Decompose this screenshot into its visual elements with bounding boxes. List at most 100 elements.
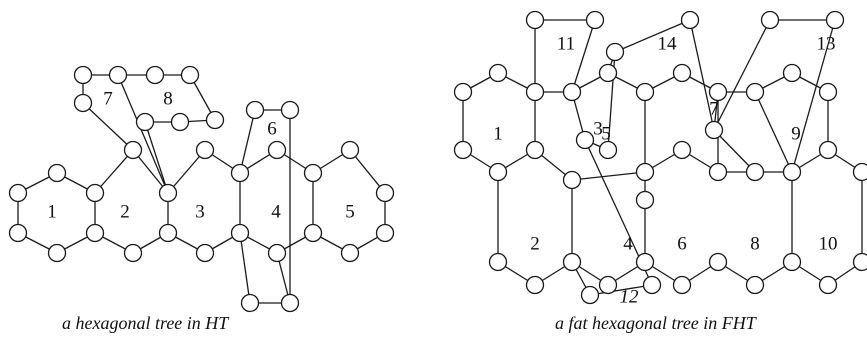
ht-vertex [85, 183, 105, 203]
fht-vertex [635, 82, 655, 102]
ht-vertex [73, 65, 93, 85]
fht-vertex [782, 162, 802, 182]
fht-vertex [635, 252, 655, 272]
fht-vertex [580, 285, 600, 305]
fht-vertex [598, 275, 618, 295]
fht-vertex [852, 162, 867, 182]
ht-vertex [135, 112, 155, 132]
fht-face-label-11: 11 [557, 33, 575, 54]
fht-vertex [525, 140, 545, 160]
ht-face-label-8: 8 [163, 88, 173, 109]
fht-vertex [525, 275, 545, 295]
ht-edge [239, 232, 251, 304]
fht-edge [571, 171, 646, 181]
ht-vertex [170, 112, 190, 132]
fht-vertex [562, 252, 582, 272]
fht-face-label-1: 1 [493, 123, 503, 144]
ht-vertex [145, 65, 165, 85]
fht-vertex [672, 275, 692, 295]
ht-vertex [230, 223, 250, 243]
ht-vertex [267, 140, 287, 160]
fht-vertex [598, 140, 618, 160]
fht-vertex [585, 10, 605, 30]
ht-vertex [280, 293, 300, 313]
fht-face-label-7: 7 [709, 98, 719, 119]
fht-vertex [708, 162, 728, 182]
ht-vertex [108, 65, 128, 85]
ht-edge [94, 149, 134, 194]
fht-edge [791, 19, 836, 173]
fht-vertex [525, 10, 545, 30]
ht-vertex [205, 110, 225, 130]
ht-vertex [123, 243, 143, 263]
fht-vertex [562, 170, 582, 190]
ht-vertex [240, 293, 260, 313]
fht-vertex [782, 252, 802, 272]
ht-vertex [47, 243, 67, 263]
fht-vertex [575, 130, 595, 150]
fht-vertex [525, 82, 545, 102]
fht-vertex [782, 63, 802, 83]
ht-vertex [158, 183, 178, 203]
fht-vertex [635, 190, 655, 210]
fht-face-label-6: 6 [677, 233, 687, 254]
ht-edge [82, 102, 134, 151]
ht-vertex [267, 243, 287, 263]
ht-edge [167, 149, 206, 194]
fht-edge [713, 19, 771, 131]
ht-edge [349, 149, 386, 194]
fht-vertex [672, 63, 692, 83]
ht-face-label-5: 5 [345, 201, 355, 222]
fht-edge [614, 19, 691, 53]
fht-vertex [708, 252, 728, 272]
fht-face-label-4: 4 [623, 233, 633, 254]
fht-edge [713, 129, 756, 173]
fht-edge [589, 284, 653, 296]
ht-edge [132, 149, 169, 194]
ht-vertex [47, 163, 67, 183]
ht-vertex [195, 243, 215, 263]
ht-vertex [8, 223, 28, 243]
fht-vertex [760, 10, 780, 30]
fht-vertex [745, 82, 765, 102]
fht-face-label-12: 12 [620, 286, 640, 307]
ht-face-label-3: 3 [195, 201, 205, 222]
ht-face-label-6: 6 [267, 118, 277, 139]
ht-vertex [8, 183, 28, 203]
ht-vertex [123, 140, 143, 160]
fht-vertex [704, 120, 724, 140]
ht-vertex [375, 223, 395, 243]
fht-vertex [598, 63, 618, 83]
fht-vertex [488, 162, 508, 182]
fht-vertex [488, 63, 508, 83]
fht-edge [689, 19, 715, 131]
fht-vertex [488, 252, 508, 272]
fht-vertex [642, 275, 662, 295]
ht-vertex [245, 100, 265, 120]
fht-vertex [605, 42, 625, 62]
fht-face-label-9: 9 [791, 123, 801, 144]
fht-vertex [680, 10, 700, 30]
fht-face-label-10: 10 [819, 233, 838, 254]
caption-fat-hexagonal-tree: a fat hexagonal tree in FHT [555, 313, 756, 333]
ht-vertex [230, 163, 250, 183]
fht-vertex [635, 162, 655, 182]
ht-face-label-2: 2 [120, 201, 130, 222]
ht-vertex [280, 100, 300, 120]
fht-vertex [818, 82, 838, 102]
fht-face-label-5: 5 [601, 123, 611, 144]
ht-face-label-7: 7 [103, 88, 113, 109]
fht-vertex [825, 10, 845, 30]
ht-vertex [180, 65, 200, 85]
ht-vertex [375, 183, 395, 203]
fht-vertex [708, 82, 728, 102]
ht-vertex [158, 223, 178, 243]
ht-vertex [340, 243, 360, 263]
ht-edge [144, 121, 169, 194]
ht-vertex [85, 223, 105, 243]
fht-vertex [562, 82, 582, 102]
fht-vertex [745, 275, 765, 295]
